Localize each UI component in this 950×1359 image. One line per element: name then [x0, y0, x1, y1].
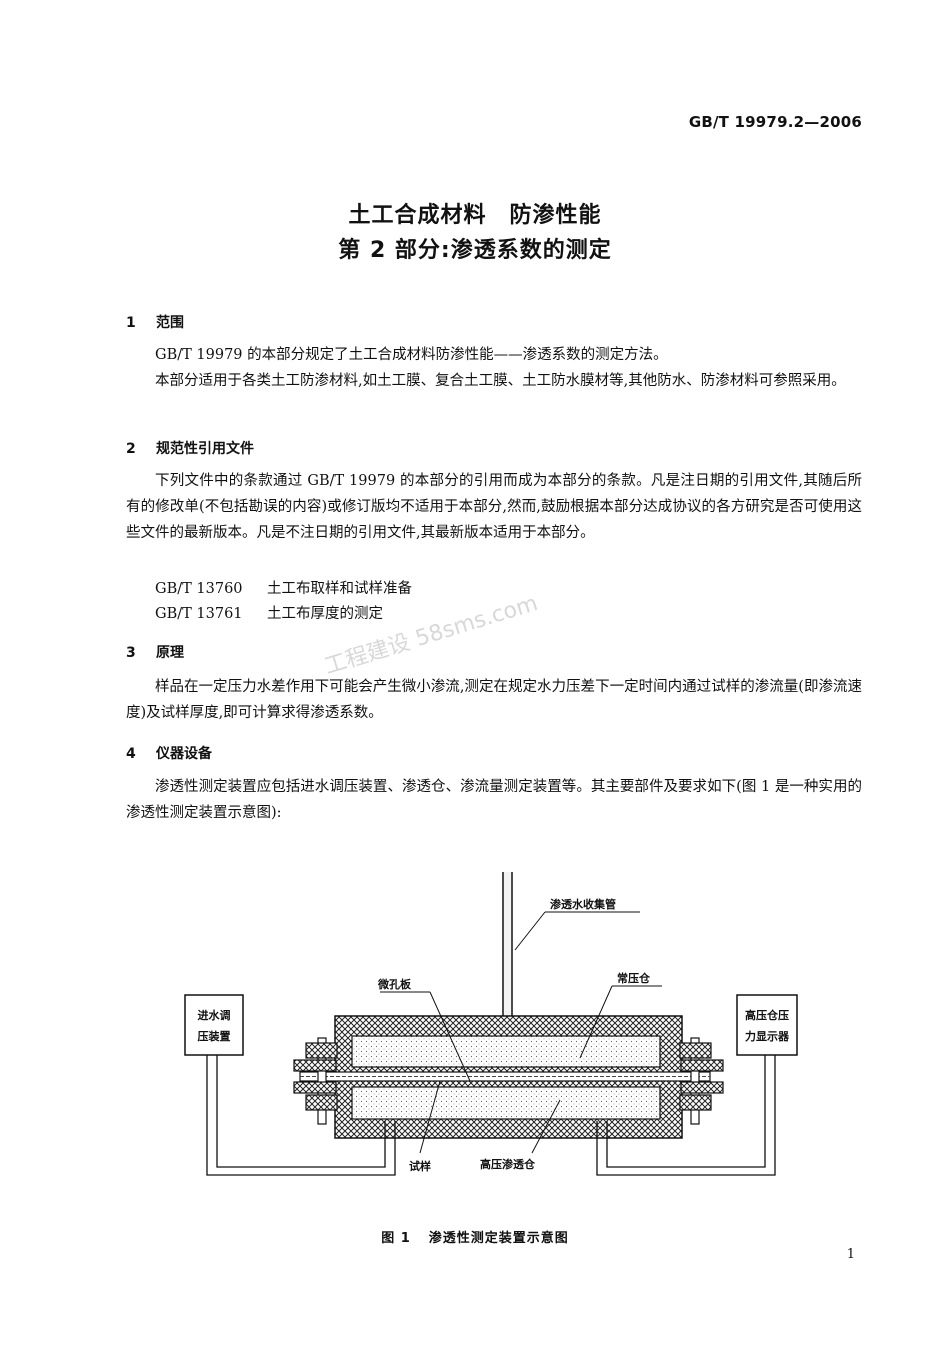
pressure-pipe	[596, 1055, 776, 1176]
section-2-heading: 2 规范性引用文件	[126, 438, 254, 458]
label-display-line2: 力显示器	[745, 1029, 790, 1043]
right-bolt	[679, 1037, 724, 1125]
reference-code: GB/T 13760	[155, 581, 243, 597]
label-display-line1: 高压仓压	[745, 1008, 789, 1022]
figure-caption: 图 1 渗透性测定装置示意图	[0, 1227, 950, 1246]
section-1-paragraph-1: GB/T 19979 的本部分规定了土工合成材料防渗性能——渗透系数的测定方法。	[155, 347, 668, 363]
section-number: 3	[126, 645, 136, 661]
section-title: 仪器设备	[156, 746, 212, 762]
figure-number: 图 1	[381, 1231, 411, 1246]
reference-title: 土工布取样和试样准备	[267, 581, 412, 597]
reference-code: GB/T 13761	[155, 606, 243, 622]
left-bolt	[293, 1037, 338, 1125]
label-hp-chamber: 高压渗透仓	[480, 1157, 536, 1171]
label-porous-plate: 微孔板	[377, 977, 412, 991]
high-pressure-chamber	[351, 1086, 661, 1120]
section-title: 范围	[156, 315, 184, 331]
section-3-heading: 3 原理	[126, 642, 184, 662]
section-4-paragraph-1: 渗透性测定装置应包括进水调压装置、渗透仓、渗流量测定装置等。其主要部件及要求如下…	[126, 779, 862, 821]
section-2-paragraph-1: 下列文件中的条款通过 GB/T 19979 的本部分的引用而成为本部分的条款。凡…	[126, 473, 862, 541]
section-3-paragraph-1: 样品在一定压力水差作用下可能会产生微小渗流,测定在规定水力压差下一定时间内通过试…	[126, 679, 862, 721]
section-1-heading: 1 范围	[126, 312, 184, 332]
label-atm-chamber: 常压仓	[617, 971, 651, 985]
section-number: 2	[126, 441, 136, 457]
label-collect-tube: 渗透水收集管	[550, 897, 616, 911]
apparatus-diagram: 进水调 压装置 高压仓压 力显示器 渗透水收集管 常压仓 微孔板 试样 高压渗透…	[184, 872, 798, 1176]
section-1-paragraph-2: 本部分适用于各类土工防渗材料,如土工膜、复合土工膜、土工防水膜材等,其他防水、防…	[155, 373, 846, 389]
label-inlet-line1: 进水调	[198, 1008, 231, 1022]
figure-caption-text: 渗透性测定装置示意图	[428, 1231, 569, 1246]
watermark: 工程建设 58sms.com	[321, 591, 541, 680]
standard-code: GB/T 19979.2—2006	[688, 113, 862, 131]
section-4-heading: 4 仪器设备	[126, 743, 212, 763]
reference-item: GB/T 13760 土工布取样和试样准备	[155, 577, 412, 598]
section-title: 原理	[156, 645, 184, 661]
label-specimen: 试样	[409, 1159, 431, 1173]
label-inlet-line2: 压装置	[198, 1029, 231, 1043]
reference-item: GB/T 13761 土工布厚度的测定	[155, 602, 383, 623]
leader-lines	[380, 911, 662, 1154]
collection-tube	[502, 872, 513, 1035]
inlet-pressure-device	[184, 994, 244, 1056]
document-title-line2: 第 2 部分:渗透系数的测定	[338, 238, 612, 263]
atmospheric-chamber	[351, 1035, 661, 1068]
document-title-line1: 土工合成材料 防渗性能	[348, 203, 602, 228]
reference-title: 土工布厚度的测定	[267, 606, 383, 622]
page-number: 1	[846, 1247, 855, 1262]
section-number: 1	[126, 315, 136, 331]
pressure-display	[736, 994, 798, 1056]
inlet-pipe	[206, 1055, 396, 1176]
section-number: 4	[126, 746, 136, 762]
section-title: 规范性引用文件	[156, 441, 254, 457]
